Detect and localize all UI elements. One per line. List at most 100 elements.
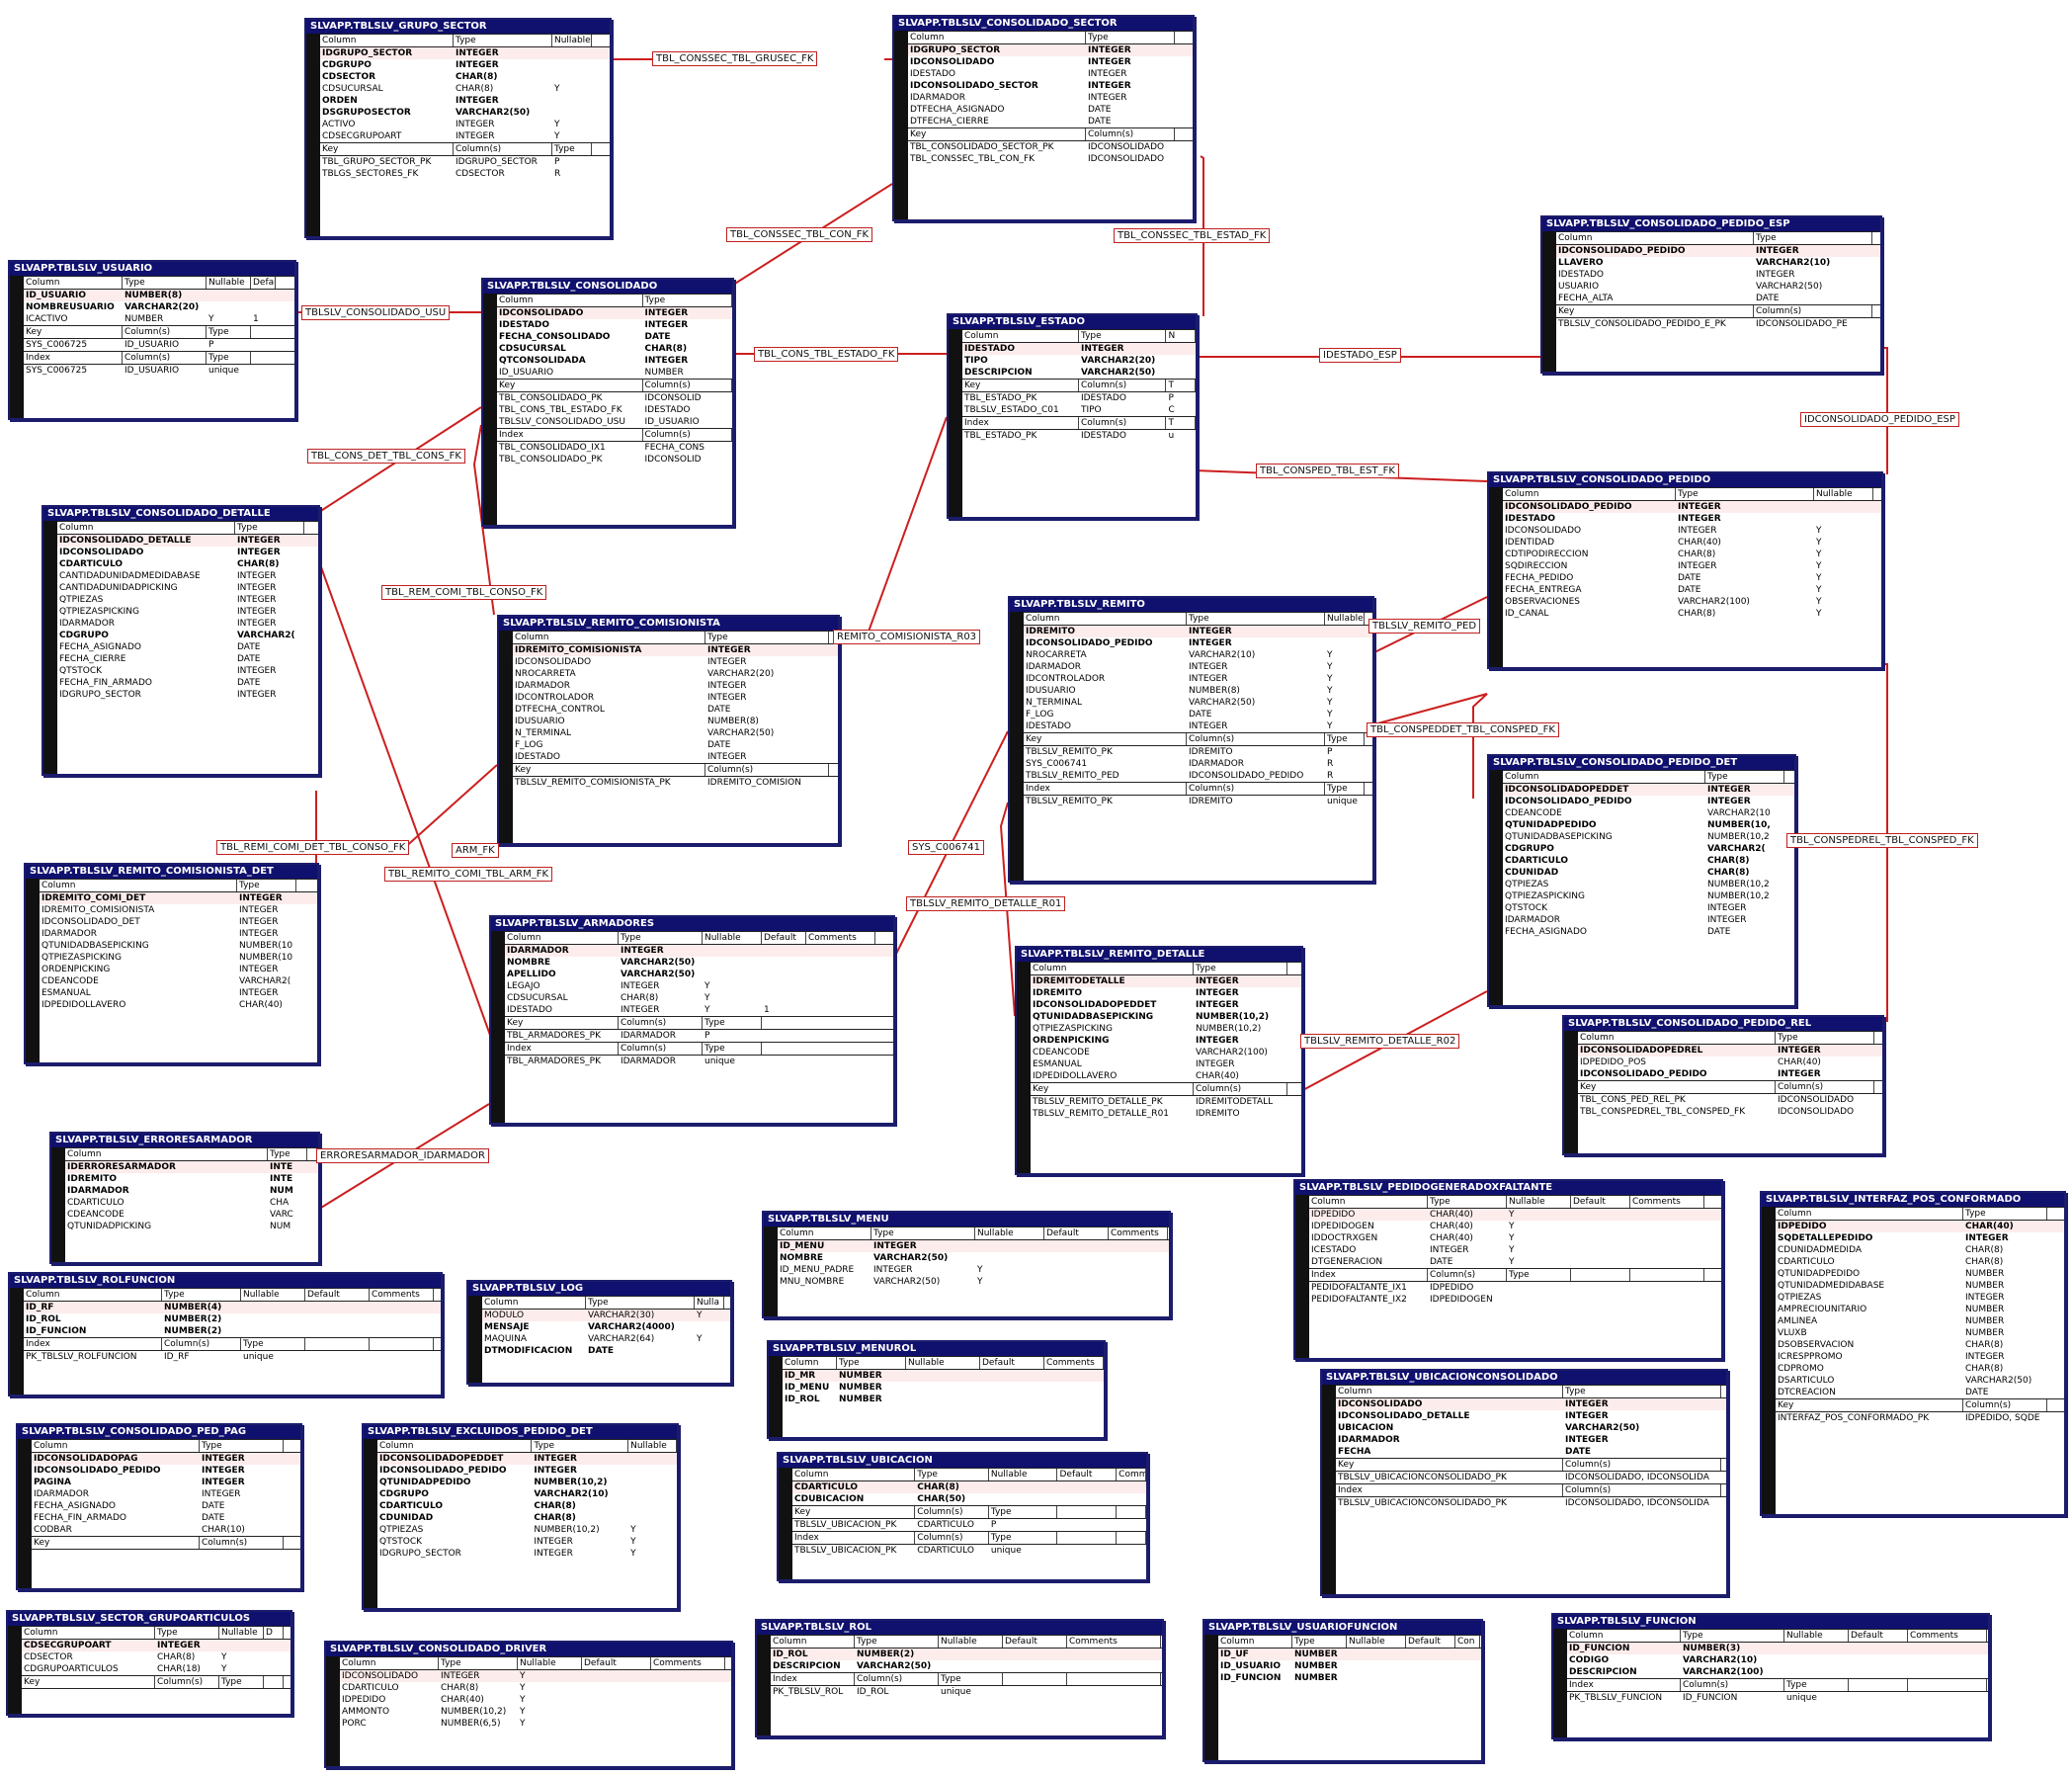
relationship-label[interactable]: IDESTADO_ESP [1319,348,1401,363]
table-title[interactable]: SLVAPP.TBLSLV_SECTOR_GRUPOARTICULOS [8,1612,290,1626]
table-title[interactable]: SLVAPP.TBLSLV_ROL [757,1621,1162,1635]
table-title[interactable]: SLVAPP.TBLSLV_REMITO_DETALLE [1017,948,1301,962]
table-title[interactable]: SLVAPP.TBLSLV_CONSOLIDADO_PEDIDO_REL [1564,1017,1882,1031]
table-title[interactable]: SLVAPP.TBLSLV_CONSOLIDADO_DETALLE [43,507,318,521]
relationship-label[interactable]: REMITO_COMISIONISTA_R03 [833,630,981,644]
table-title[interactable]: SLVAPP.TBLSLV_CONSOLIDADO [483,280,732,294]
relationship-label[interactable]: TBL_CONSPEDDET_TBL_CONSPED_FK [1367,722,1559,737]
table-title[interactable]: SLVAPP.TBLSLV_EXCLUIDOS_PEDIDO_DET [364,1425,677,1439]
relationship-label[interactable]: TBL_CONSSEC_TBL_ESTAD_FK [1114,228,1271,243]
table-title[interactable]: SLVAPP.TBLSLV_UBICACION [779,1454,1146,1468]
table-title[interactable]: SLVAPP.TBLSLV_USUARIOFUNCION [1204,1621,1481,1635]
table-title[interactable]: SLVAPP.TBLSLV_REMITO_COMISIONISTA [499,617,838,631]
relationship-label[interactable]: TBL_CONSPEDREL_TBL_CONSPED_FK [1786,833,1978,848]
relationship-label[interactable]: TBL_CONS_TBL_ESTADO_FK [754,347,899,362]
table-title[interactable]: SLVAPP.TBLSLV_CONSOLIDADO_PEDIDO_ESP [1542,217,1880,231]
table-title[interactable]: SLVAPP.TBLSLV_ARMADORES [491,917,893,931]
table-title[interactable]: SLVAPP.TBLSLV_FUNCION [1553,1615,1988,1629]
